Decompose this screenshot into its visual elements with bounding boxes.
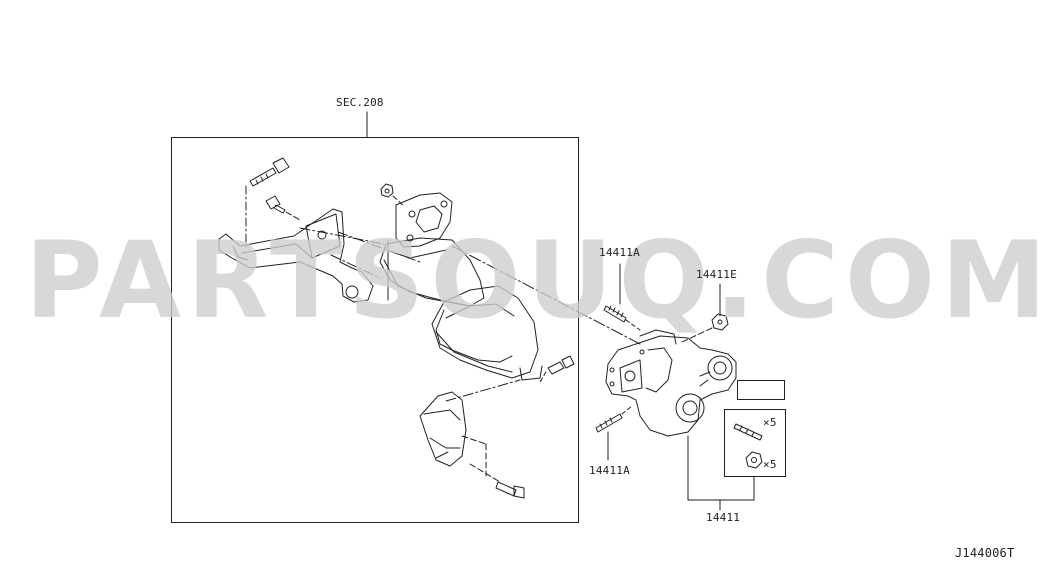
part-label-14411e[interactable]: 14411E [696, 268, 737, 281]
nut-quantity-label: ×5 [763, 458, 777, 471]
stud-icon [733, 423, 763, 441]
stud-icon [595, 413, 623, 433]
diagram-code-label: J144006T [955, 546, 1015, 560]
bolt-icon [249, 157, 290, 187]
nut-icon [711, 313, 729, 331]
stud-nut-kit-box [724, 409, 786, 477]
catalyst-cone-part [431, 285, 543, 381]
bracket-part [218, 208, 374, 303]
flange-part [395, 192, 453, 248]
part-label-14411[interactable]: 14411 [706, 511, 741, 524]
section-frame [171, 137, 579, 523]
stud-quantity-label: ×5 [763, 416, 777, 429]
nut-icon [745, 451, 763, 469]
heat-shield-part [379, 237, 485, 307]
section-reference-label[interactable]: SEC.208 [336, 96, 384, 109]
bolt-icon [547, 355, 575, 375]
turbocharger-part [605, 329, 737, 437]
blank-label-box [737, 380, 785, 400]
lower-shield-part [419, 391, 467, 467]
bolt-icon [495, 481, 525, 499]
bolt-icon [265, 195, 286, 214]
stud-icon [603, 305, 627, 323]
part-label-14411a-bottom[interactable]: 14411A [589, 464, 630, 477]
part-label-14411a-top[interactable]: 14411A [599, 246, 640, 259]
nut-icon [380, 183, 394, 198]
